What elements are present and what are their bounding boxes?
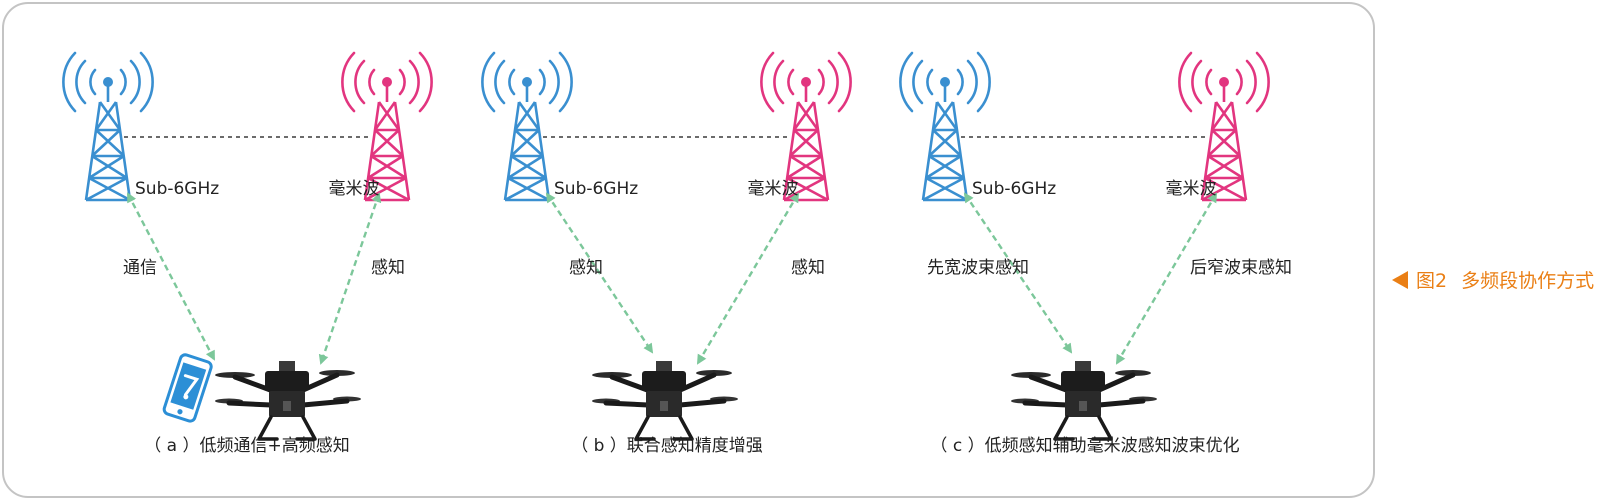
sub6-label: Sub-6GHz bbox=[972, 179, 1056, 199]
drone-icon bbox=[215, 361, 361, 439]
left-link-label: 先宽波束感知 bbox=[927, 258, 1029, 278]
mmwave-link bbox=[696, 192, 800, 365]
sub6-label: Sub-6GHz bbox=[135, 179, 219, 199]
left-link-label: 感知 bbox=[569, 258, 603, 278]
mmwave-link bbox=[1115, 192, 1218, 365]
panel-caption: （ c ）低频感知辅助毫米波感知波束优化 bbox=[930, 436, 1239, 456]
sub6-link bbox=[126, 192, 216, 361]
panel-b: Sub-6GHz 毫米波感知 感知 （ b ）联合感知精度增强 bbox=[481, 51, 852, 456]
sub6-tower-icon bbox=[899, 51, 991, 202]
panel-caption: （ a ）低频通信+高频感知 bbox=[144, 436, 349, 456]
drone-icon bbox=[592, 361, 738, 439]
drone-icon bbox=[1011, 361, 1157, 439]
mmwave-tower-icon bbox=[1178, 51, 1270, 202]
mmwave-label: 毫米波 bbox=[748, 179, 799, 199]
mmwave-tower-icon bbox=[760, 51, 852, 202]
mmwave-tower-icon bbox=[341, 51, 433, 202]
sub6-link bbox=[545, 192, 654, 354]
sub6-tower-icon bbox=[481, 51, 573, 202]
left-link-label: 通信 bbox=[123, 258, 157, 278]
mmwave-label: 毫米波 bbox=[329, 179, 380, 199]
caption-triangle-icon bbox=[1392, 270, 1408, 289]
right-link-label: 感知 bbox=[791, 258, 825, 278]
sub6-tower-icon bbox=[62, 51, 154, 202]
figure-frame bbox=[2, 2, 1375, 498]
figure-caption: 图2 多频段协作方式 bbox=[1392, 266, 1594, 293]
right-link-label: 感知 bbox=[371, 258, 405, 278]
sub6-link bbox=[963, 192, 1073, 354]
right-link-label: 后窄波束感知 bbox=[1190, 258, 1292, 278]
mmwave-label: 毫米波 bbox=[1166, 179, 1217, 199]
figure-number: 图2 bbox=[1416, 270, 1448, 292]
mmwave-link bbox=[318, 192, 382, 365]
figure-title: 多频段协作方式 bbox=[1461, 270, 1595, 292]
smartphone-icon bbox=[161, 352, 214, 424]
panel-caption: （ b ）联合感知精度增强 bbox=[571, 436, 763, 456]
sub6-label: Sub-6GHz bbox=[554, 179, 638, 199]
